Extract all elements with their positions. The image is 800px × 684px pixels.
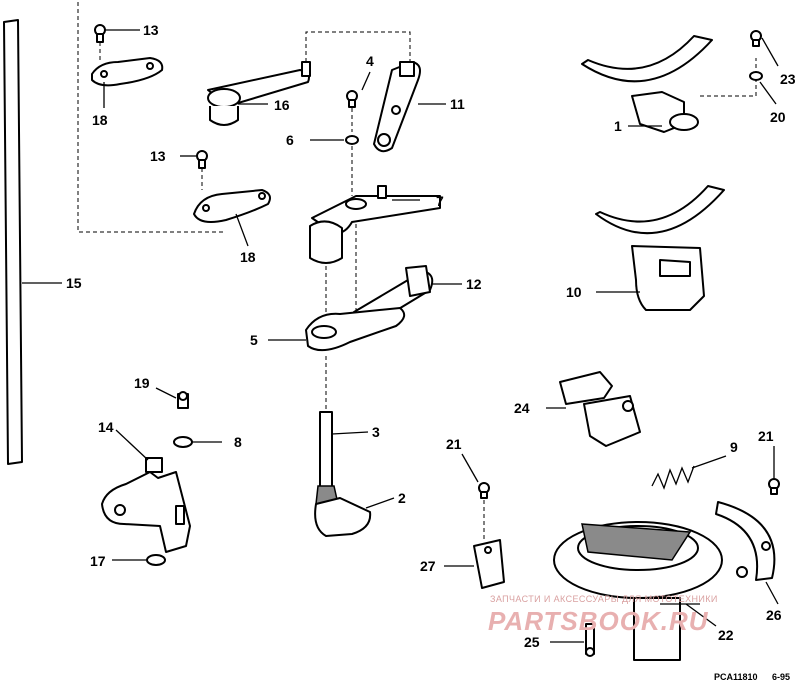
part-27-bracket [444, 539, 505, 589]
callout-13a: 13 [143, 22, 159, 38]
callout-7: 7 [436, 193, 444, 209]
callout-8: 8 [234, 434, 242, 450]
callout-24: 24 [514, 400, 530, 416]
part-13-screw-top [94, 24, 140, 60]
callout-20: 20 [770, 109, 786, 125]
part-18-bracket-lower [193, 189, 271, 247]
part-25-screw [550, 623, 595, 657]
callout-21a: 21 [446, 436, 462, 452]
callout-9: 9 [730, 439, 738, 455]
part-24-sensor [546, 371, 641, 447]
part-1-ring [581, 35, 757, 133]
part-18-bracket-top [91, 57, 164, 108]
part-8-washer [173, 436, 222, 448]
callout-27: 27 [420, 558, 436, 574]
callout-17: 17 [90, 553, 106, 569]
drawing-code: PCA11810 [714, 672, 758, 682]
watermark-logo: PARTSBOOK.RU [488, 606, 709, 636]
part-4-screw [346, 71, 371, 132]
callout-26: 26 [766, 607, 782, 623]
callout-15: 15 [66, 275, 82, 291]
callout-19: 19 [134, 375, 150, 391]
callout-4: 4 [366, 53, 374, 69]
part-19-screw [155, 387, 189, 409]
callout-12: 12 [466, 276, 482, 292]
callout-23: 23 [780, 71, 796, 87]
part-21-screw-right [768, 446, 780, 495]
part-17-washer [112, 554, 166, 566]
callout-21b: 21 [758, 428, 774, 444]
callout-5: 5 [250, 332, 258, 348]
watermark: ЗАПЧАСТИ И АКСЕССУАРЫ ДЛЯ МОТОТЕХНИКИ PA… [488, 594, 718, 636]
part-10-ring [595, 185, 725, 311]
part-16-lever [207, 61, 311, 126]
part-13-screw-mid [180, 150, 208, 190]
part-3-shaft [319, 411, 369, 489]
callout-6: 6 [286, 132, 294, 148]
callout-2: 2 [398, 490, 406, 506]
callout-1: 1 [614, 118, 622, 134]
callout-18b: 18 [240, 249, 256, 265]
assembly-link-dashed [305, 31, 411, 66]
part-23-screw [750, 30, 779, 67]
drawing-codes: PCA11810 6-95 [714, 672, 790, 682]
callout-14: 14 [98, 419, 114, 435]
callout-3: 3 [372, 424, 380, 440]
callout-11: 11 [450, 96, 465, 112]
part-14-bracket [101, 429, 191, 553]
part-21-screw-center [461, 453, 490, 540]
part-7-cam [309, 185, 441, 264]
part-9-spring [651, 455, 727, 490]
callout-16: 16 [274, 97, 290, 113]
part-20-washer [749, 71, 777, 105]
part-2-foot [314, 485, 395, 537]
part-6-washer [310, 135, 359, 196]
part-11-link-arm [373, 61, 446, 153]
assembly-dashed-vertical [325, 224, 357, 312]
callout-10: 10 [566, 284, 582, 300]
callout-labels: 13 18 13 18 16 4 6 11 7 12 15 5 3 2 19 8… [66, 22, 796, 650]
callout-22: 22 [718, 627, 734, 643]
watermark-caption: ЗАПЧАСТИ И АКСЕССУАРЫ ДЛЯ МОТОТЕХНИКИ [490, 594, 718, 604]
part-5-lever-plate [268, 307, 406, 412]
callout-13b: 13 [150, 148, 166, 164]
part-22-base-plate [553, 521, 723, 661]
part-26-clip [715, 501, 779, 605]
part-15-rod [3, 19, 62, 465]
callout-18a: 18 [92, 112, 108, 128]
callout-25: 25 [524, 634, 540, 650]
date-code: 6-95 [772, 672, 790, 682]
